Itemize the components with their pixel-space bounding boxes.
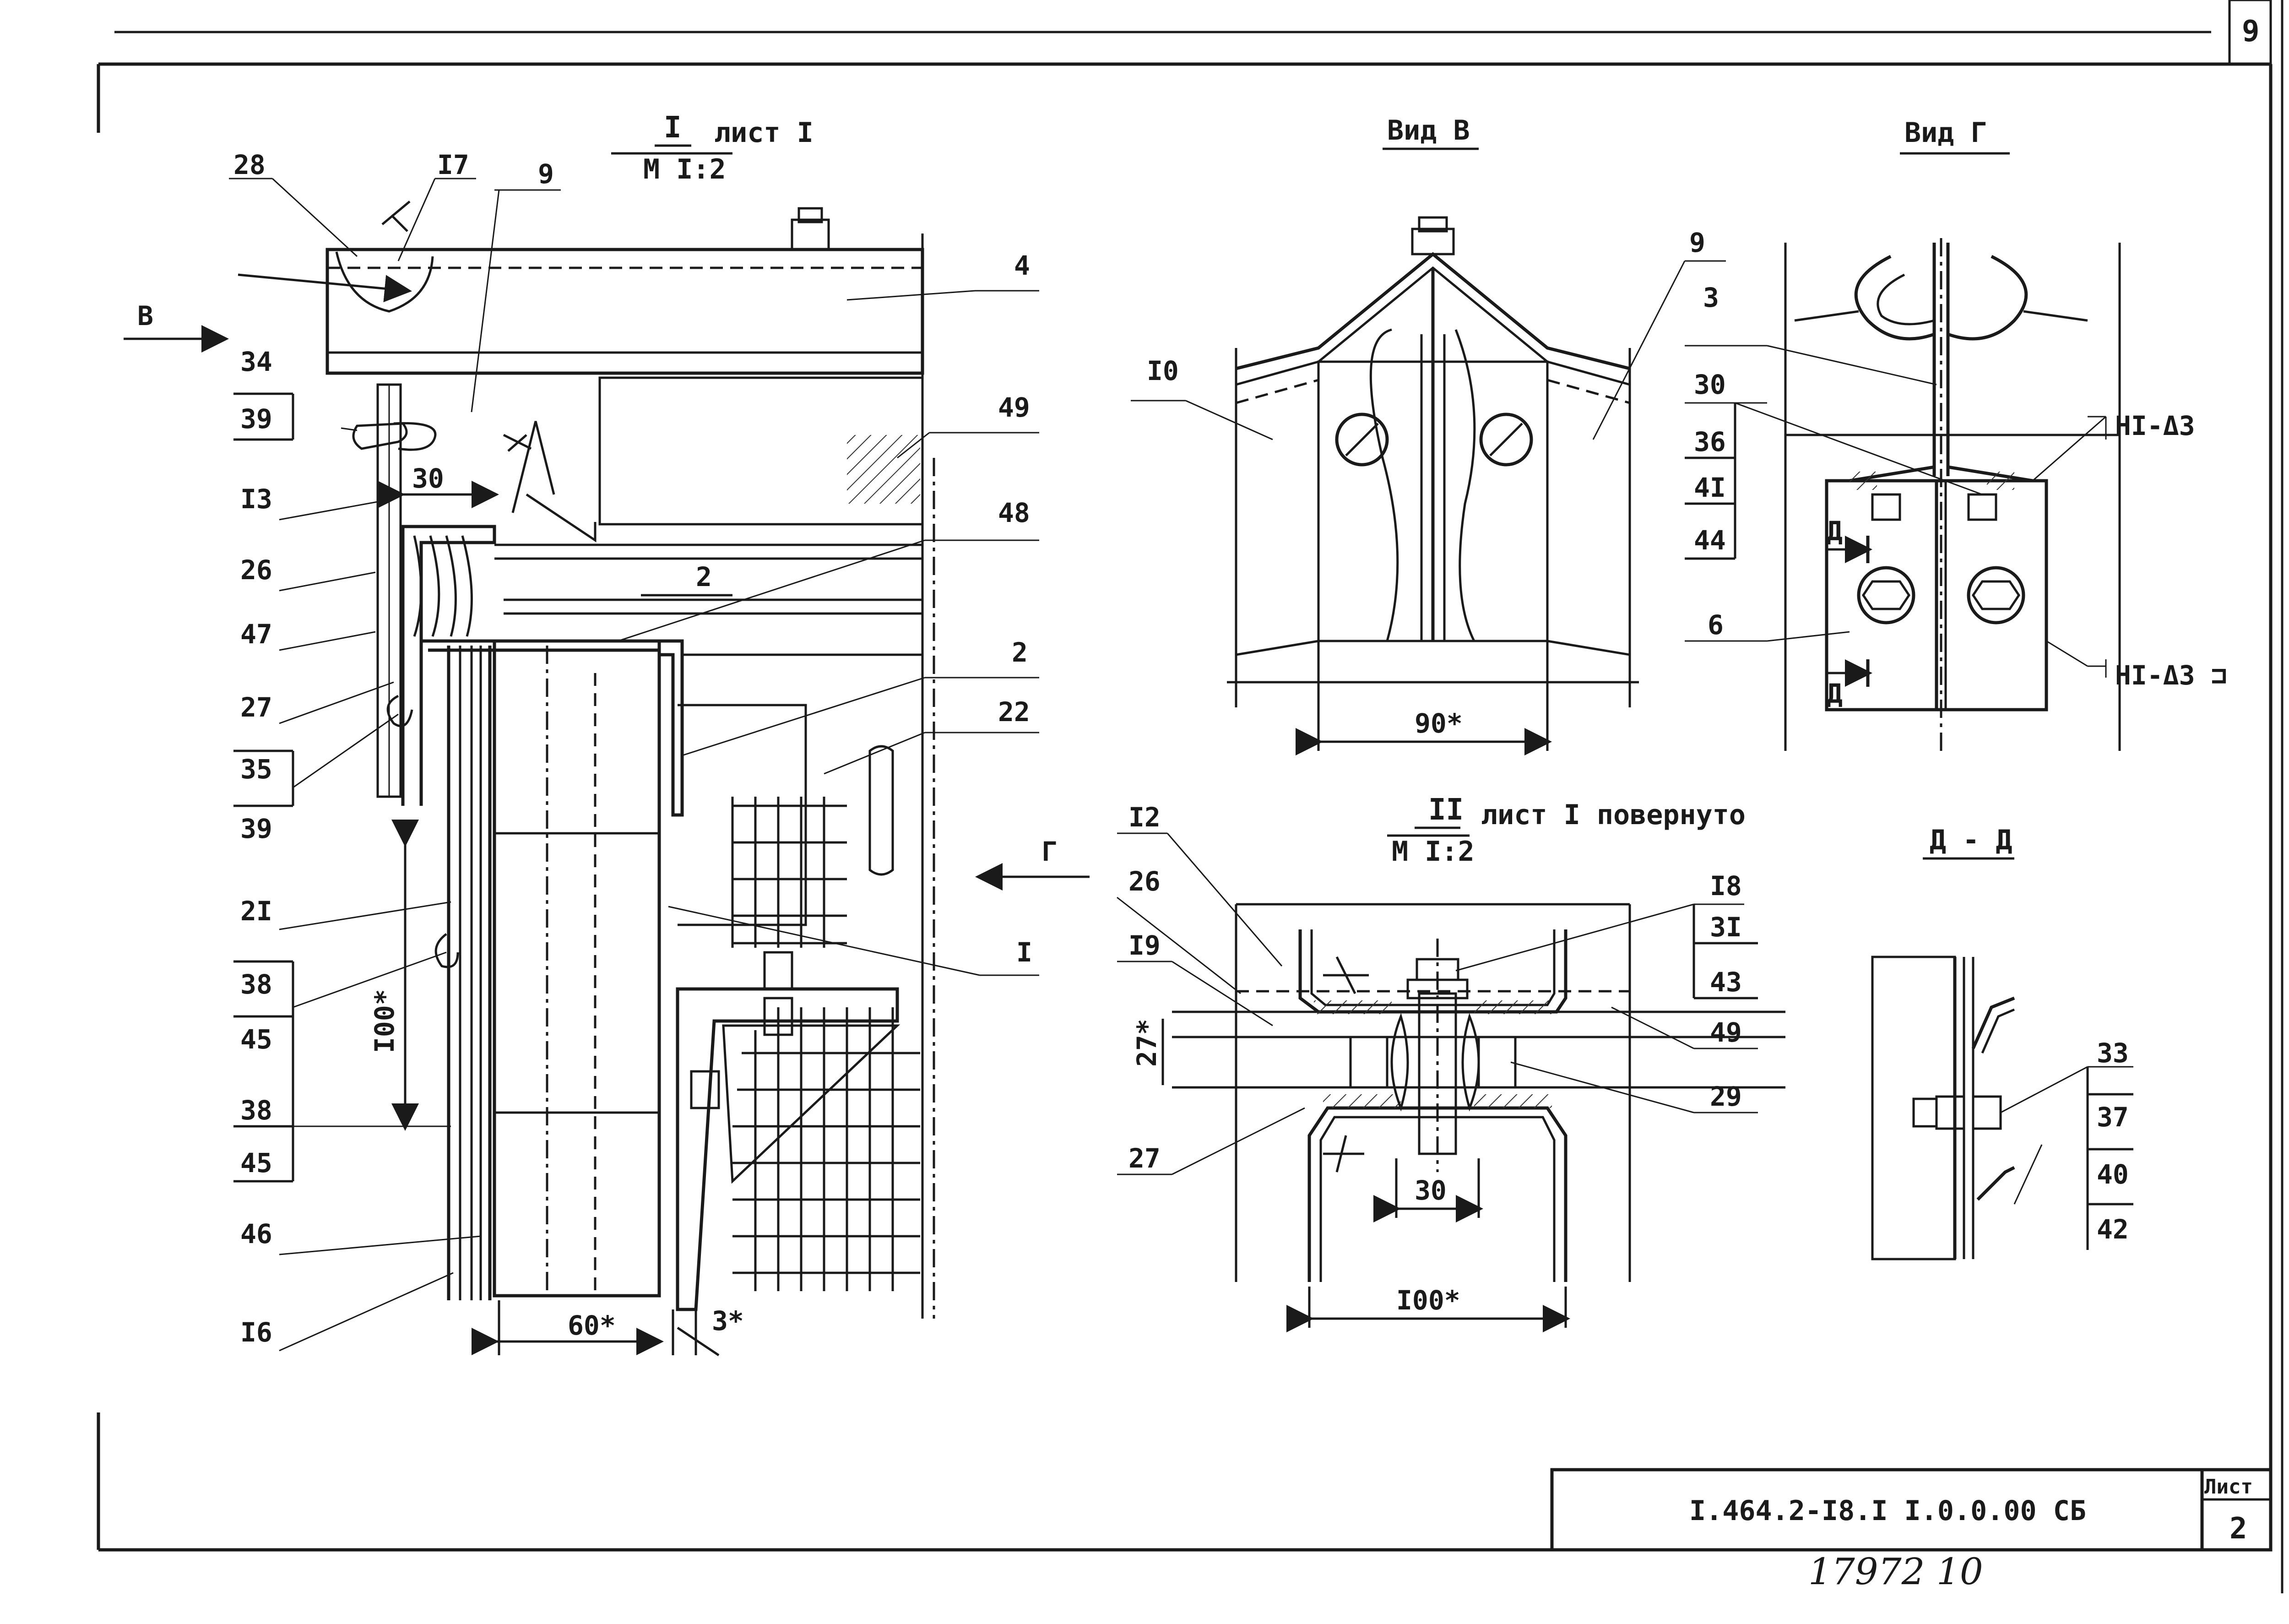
callout-13: I3	[240, 483, 272, 515]
sheet-number: 2	[2229, 1512, 2247, 1546]
view-b-label-9: 9	[1689, 227, 1705, 258]
callout-49-s2: 49	[1710, 1017, 1742, 1048]
dim-30: 30	[412, 463, 444, 494]
callout-47: 47	[240, 619, 272, 650]
callout-19: I9	[1128, 930, 1161, 961]
arrow-d-label-1: Д	[1827, 516, 1843, 547]
callout-1: I	[1016, 937, 1032, 968]
section-2-header: II лист I повернуто М I:2	[1387, 793, 1746, 868]
dim-3: 3*	[712, 1305, 744, 1336]
callout-27: 27	[240, 692, 272, 723]
callout-12: I2	[1128, 802, 1161, 833]
callout-39a: 39	[240, 403, 272, 435]
dd-label-33: 33	[2097, 1037, 2129, 1069]
dim-27: 27*	[1131, 1019, 1162, 1067]
view-g-label-36: 36	[1694, 426, 1726, 457]
callout-49: 49	[998, 392, 1030, 423]
view-g-label-3: 3	[1703, 282, 1719, 313]
sheet-label: Лист	[2204, 1475, 2253, 1499]
callout-38a: 38	[240, 969, 272, 1000]
section-1-labels: 28 I7 9 В 34 39 I3 26 47 27 35 39 2I 38 …	[137, 149, 1058, 1348]
view-g-label-44: 44	[1694, 525, 1726, 556]
callout-46: 46	[240, 1218, 272, 1249]
title-block	[1550, 1468, 2273, 1552]
callout-34: 34	[240, 346, 272, 377]
callout-26-s2: 26	[1128, 866, 1161, 897]
section-2-scale: М I:2	[1392, 836, 1475, 868]
section-2-roman: II	[1428, 793, 1464, 827]
view-g-label-30: 30	[1694, 369, 1726, 400]
section-2-sheet: лист I повернуто	[1481, 799, 1746, 831]
dd-label-37: 37	[2097, 1102, 2129, 1133]
dim-60: 60*	[568, 1310, 616, 1341]
view-g-title: Вид Г	[1904, 117, 1987, 149]
callout-28: 28	[233, 149, 266, 180]
callout-21: 2I	[240, 896, 272, 927]
callout-27-s2: 27	[1128, 1143, 1161, 1174]
callout-35: 35	[240, 754, 272, 785]
callout-48: 48	[998, 497, 1030, 528]
dd-label-42: 42	[2097, 1214, 2129, 1245]
callout-9: 9	[538, 158, 554, 190]
view-g	[1685, 152, 2121, 751]
section-1-sheet: лист I	[714, 117, 814, 149]
view-b-dim-90: 90*	[1415, 708, 1463, 739]
callout-17: I7	[437, 149, 469, 180]
section-1-drawing	[124, 178, 1090, 1357]
section-2-drawing	[1117, 832, 1785, 1332]
view-b-label-10: I0	[1147, 355, 1179, 386]
sheet-corner-number: 9	[2242, 15, 2260, 49]
dd-label-40: 40	[2097, 1159, 2129, 1190]
callout-2: 2	[1012, 637, 1028, 668]
section-1-scale: М I:2	[643, 153, 726, 185]
weld-mark-2: НI-Δ3 ⊐	[2115, 660, 2227, 691]
section-1-header: I лист I М I:2	[611, 111, 814, 185]
callout-31: 3I	[1710, 912, 1742, 943]
drawing-code: I.464.2-I8.I I.0.0.00 СБ	[1689, 1495, 2086, 1527]
dim-30-s2: 30	[1415, 1175, 1447, 1206]
arrow-g-label: Г	[1041, 836, 1058, 867]
section-1-roman: I	[664, 111, 682, 145]
callout-45a: 45	[240, 1024, 272, 1055]
callout-38b: 38	[240, 1095, 272, 1126]
section-dd-title: Д - Д	[1930, 824, 2012, 856]
view-g-label-41: 4I	[1694, 472, 1726, 503]
arrow-d-label-2: Д	[1827, 678, 1843, 709]
dim-2: 2	[696, 561, 712, 592]
callout-26: 26	[240, 554, 272, 586]
callout-16: I6	[240, 1317, 272, 1348]
view-g-label-6: 6	[1708, 609, 1724, 641]
callout-22: 22	[998, 696, 1030, 728]
callout-45b: 45	[240, 1147, 272, 1179]
view-b	[1131, 147, 1726, 755]
callout-18: I8	[1710, 870, 1742, 902]
callout-4: 4	[1014, 250, 1030, 281]
dim-100: I00*	[369, 989, 400, 1053]
handwritten-number: 17972 10	[1808, 1550, 1983, 1593]
arrow-b-label: В	[137, 300, 153, 331]
callout-43: 43	[1710, 967, 1742, 998]
dim-100-s2: I00*	[1396, 1285, 1460, 1316]
callout-39b: 39	[240, 813, 272, 844]
section-dd-drawing	[1871, 857, 2133, 1260]
weld-mark-1: НI-Δ3	[2115, 410, 2195, 441]
sheet-frame	[97, 0, 2284, 1593]
view-b-title: Вид В	[1387, 114, 1470, 147]
callout-29: 29	[1710, 1081, 1742, 1112]
